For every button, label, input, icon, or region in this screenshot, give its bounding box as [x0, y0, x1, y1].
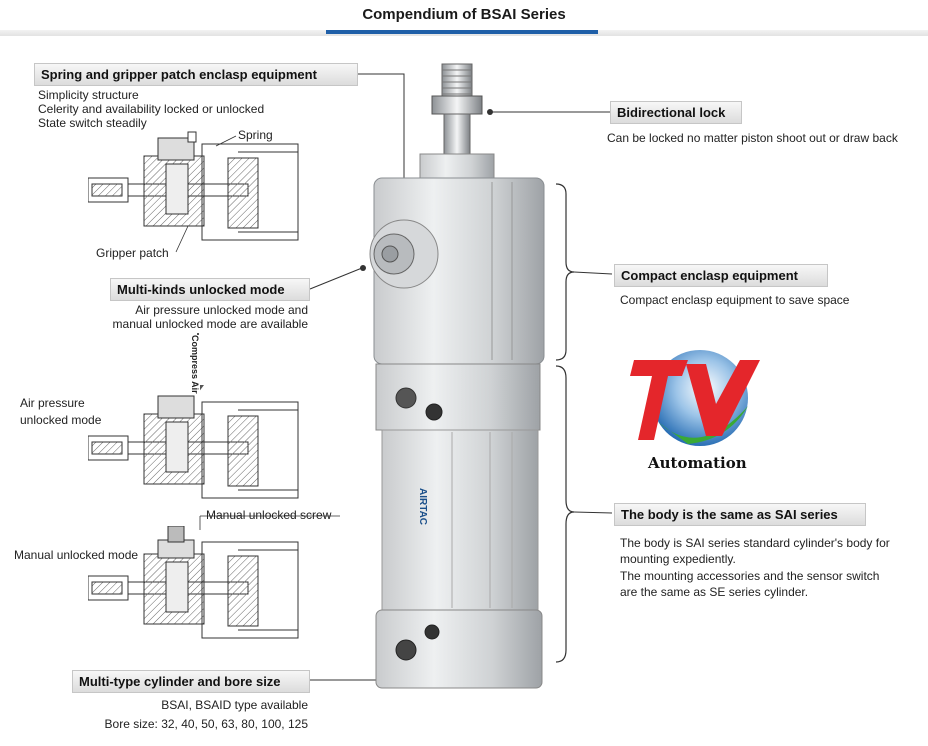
header-accent — [326, 30, 598, 34]
multi-kinds-line-2: manual unlocked mode are available — [112, 317, 308, 331]
bidirectional-lock-desc: Can be locked no matter piston shoot out… — [607, 131, 898, 145]
spring-gripper-section-diagram — [88, 131, 299, 241]
spring-label: Spring — [238, 128, 273, 142]
multi-type-title: Multi-type cylinder and bore size — [72, 670, 310, 693]
body-same-line-2: mounting expediently. — [620, 552, 736, 566]
compress-air-label: Compress Air — [190, 335, 200, 394]
body-same-line-3: The mounting accessories and the sensor … — [620, 569, 880, 583]
gripper-patch-label: Gripper patch — [96, 246, 169, 260]
multi-kinds-line-1: Air pressure unlocked mode and — [135, 303, 308, 317]
body-same-line-1: The body is SAI series standard cylinder… — [620, 536, 890, 550]
bsai-cylinder-illustration: AIRTAC — [369, 63, 545, 689]
page-title: Compendium of BSAI Series — [362, 6, 566, 23]
automation-logo-text: Automation — [648, 454, 747, 472]
compress-air-indicator: Compress Air — [190, 333, 206, 394]
spring-gripper-line-1: Simplicity structure — [38, 88, 139, 102]
automation-logo-icon — [630, 350, 760, 446]
body-same-title: The body is the same as SAI series — [614, 503, 866, 526]
multi-type-line-1: BSAI, BSAID type available — [161, 698, 308, 712]
air-pressure-mode-line-2: unlocked mode — [20, 413, 102, 427]
air-pressure-section-diagram — [88, 395, 299, 499]
body-same-line-4: are the same as SE series cylinder. — [620, 585, 809, 599]
spring-gripper-title: Spring and gripper patch enclasp equipme… — [34, 63, 358, 86]
bidirectional-lock-title: Bidirectional lock — [610, 101, 742, 124]
air-pressure-mode-line-1: Air pressure — [20, 396, 85, 410]
airtac-brand-text: AIRTAC — [417, 488, 428, 525]
spring-gripper-line-3: State switch steadily — [38, 116, 147, 130]
multi-kinds-title: Multi-kinds unlocked mode — [110, 278, 310, 301]
manual-mode-section-diagram — [88, 526, 299, 639]
manual-screw-label: Manual unlocked screw — [206, 508, 332, 522]
compact-enclasp-title: Compact enclasp equipment — [614, 264, 828, 287]
compact-enclasp-desc: Compact enclasp equipment to save space — [620, 293, 850, 307]
manual-mode-label: Manual unlocked mode — [14, 548, 139, 562]
multi-type-line-2: Bore size: 32, 40, 50, 63, 80, 100, 125 — [104, 717, 308, 731]
spring-gripper-line-2: Celerity and availability locked or unlo… — [38, 102, 265, 116]
